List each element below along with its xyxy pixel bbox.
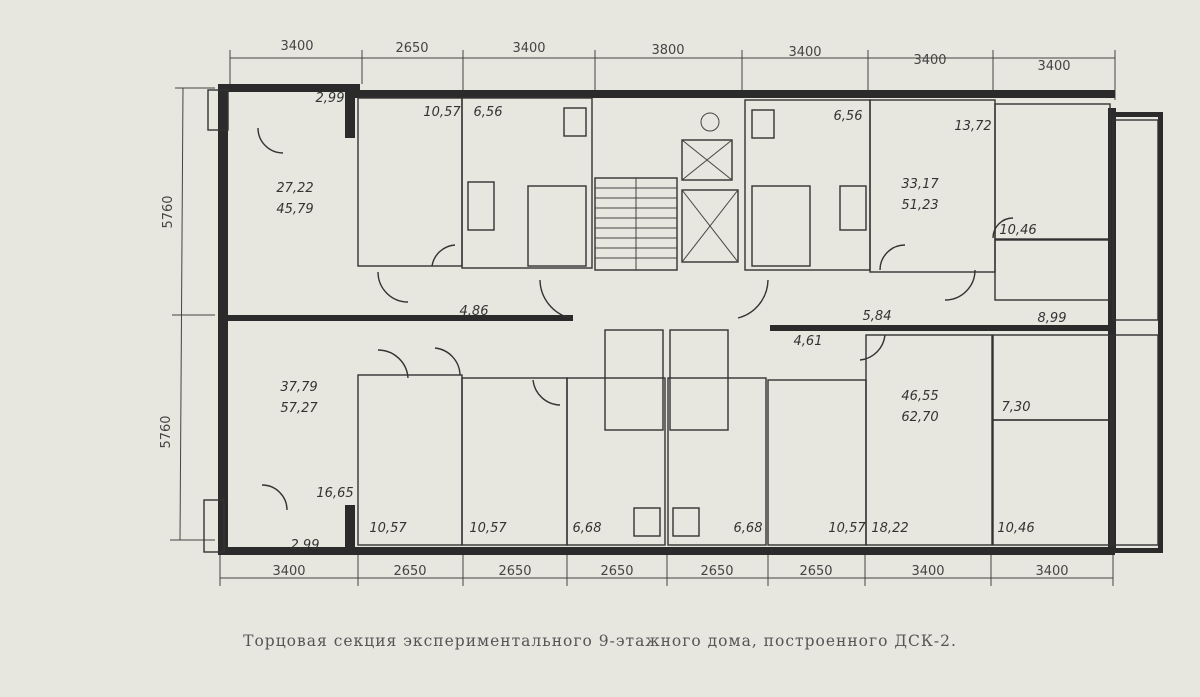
dim-top-3: 3400 [512,41,545,56]
hall-area-4: 4,61 [794,334,823,349]
hall-area-3: 8,99 [1038,311,1067,326]
dim-left-2: 5760 [159,415,174,448]
interior-walls [228,97,1159,546]
room-area-3: 13,72 [954,119,991,134]
room-area-kitchen-3: 6,68 [573,521,602,536]
room-area-10: 7,30 [1002,400,1031,415]
hall-area-2: 5,84 [863,309,892,324]
room-area-total-1: 45,79 [276,202,313,217]
dim-top-5: 3400 [788,45,821,60]
room-area-total-3: 57,27 [280,401,318,416]
dim-top-7: 3400 [1037,59,1070,74]
dim-left-1: 5760 [161,195,176,228]
room-area-total-2: 51,23 [901,198,938,213]
door-swings [257,127,1014,511]
room-area-6: 10,57 [369,521,407,536]
dim-bottom-2: 2650 [393,564,426,579]
garbage-chute-icon [700,112,720,132]
lift-shaft-small [681,139,733,181]
dim-bottom-5: 2650 [700,564,733,579]
room-area-5: 16,65 [316,486,353,501]
room-area-living-2: 33,17 [901,177,939,192]
room-area-11: 10,46 [997,521,1034,536]
room-area-4: 10,46 [999,223,1036,238]
room-area-2: 10,57 [423,105,461,120]
room-area-living-3: 37,79 [280,380,317,395]
room-area-kitchen-1: 6,56 [474,105,503,120]
lift-shaft-large [681,189,739,263]
left-dimension-line: 5760 5760 [159,87,215,541]
room-area-kitchen-2: 6,56 [834,109,863,124]
room-area-7: 10,57 [469,521,507,536]
room-area-living-1: 27,22 [276,181,313,196]
dim-top-6: 3400 [913,53,946,68]
room-area-9: 18,22 [871,521,908,536]
hall-area-1: 4,86 [460,304,489,319]
room-labels: 27,22 45,79 2,99 10,57 6,56 6,56 13,72 3… [276,91,1066,553]
dim-bottom-7: 3400 [911,564,944,579]
stair-treads [595,178,677,270]
dim-top-1: 3400 [280,39,313,54]
room-area-loggia-1: 2,99 [316,91,345,106]
room-area-kitchen-4: 6,68 [734,521,763,536]
room-area-total-4: 62,70 [901,410,938,425]
top-dimension-line: 3400 2650 3400 3800 3400 3400 3400 [229,39,1116,100]
dim-bottom-4: 2650 [600,564,633,579]
room-area-living-4: 46,55 [901,389,938,404]
dim-bottom-8: 3400 [1035,564,1068,579]
room-area-8: 10,57 [828,521,866,536]
figure-caption: Торцовая секция экспериментального 9-эта… [243,632,957,650]
dim-top-4: 3800 [651,43,684,58]
dim-bottom-1: 3400 [272,564,305,579]
dim-top-2: 2650 [395,41,428,56]
dim-bottom-3: 2650 [498,564,531,579]
room-area-loggia-2: 2,99 [291,538,320,553]
dim-bottom-6: 2650 [799,564,832,579]
bottom-dimension-line: 3400 2650 2650 2650 2650 2650 3400 3400 [219,555,1114,586]
